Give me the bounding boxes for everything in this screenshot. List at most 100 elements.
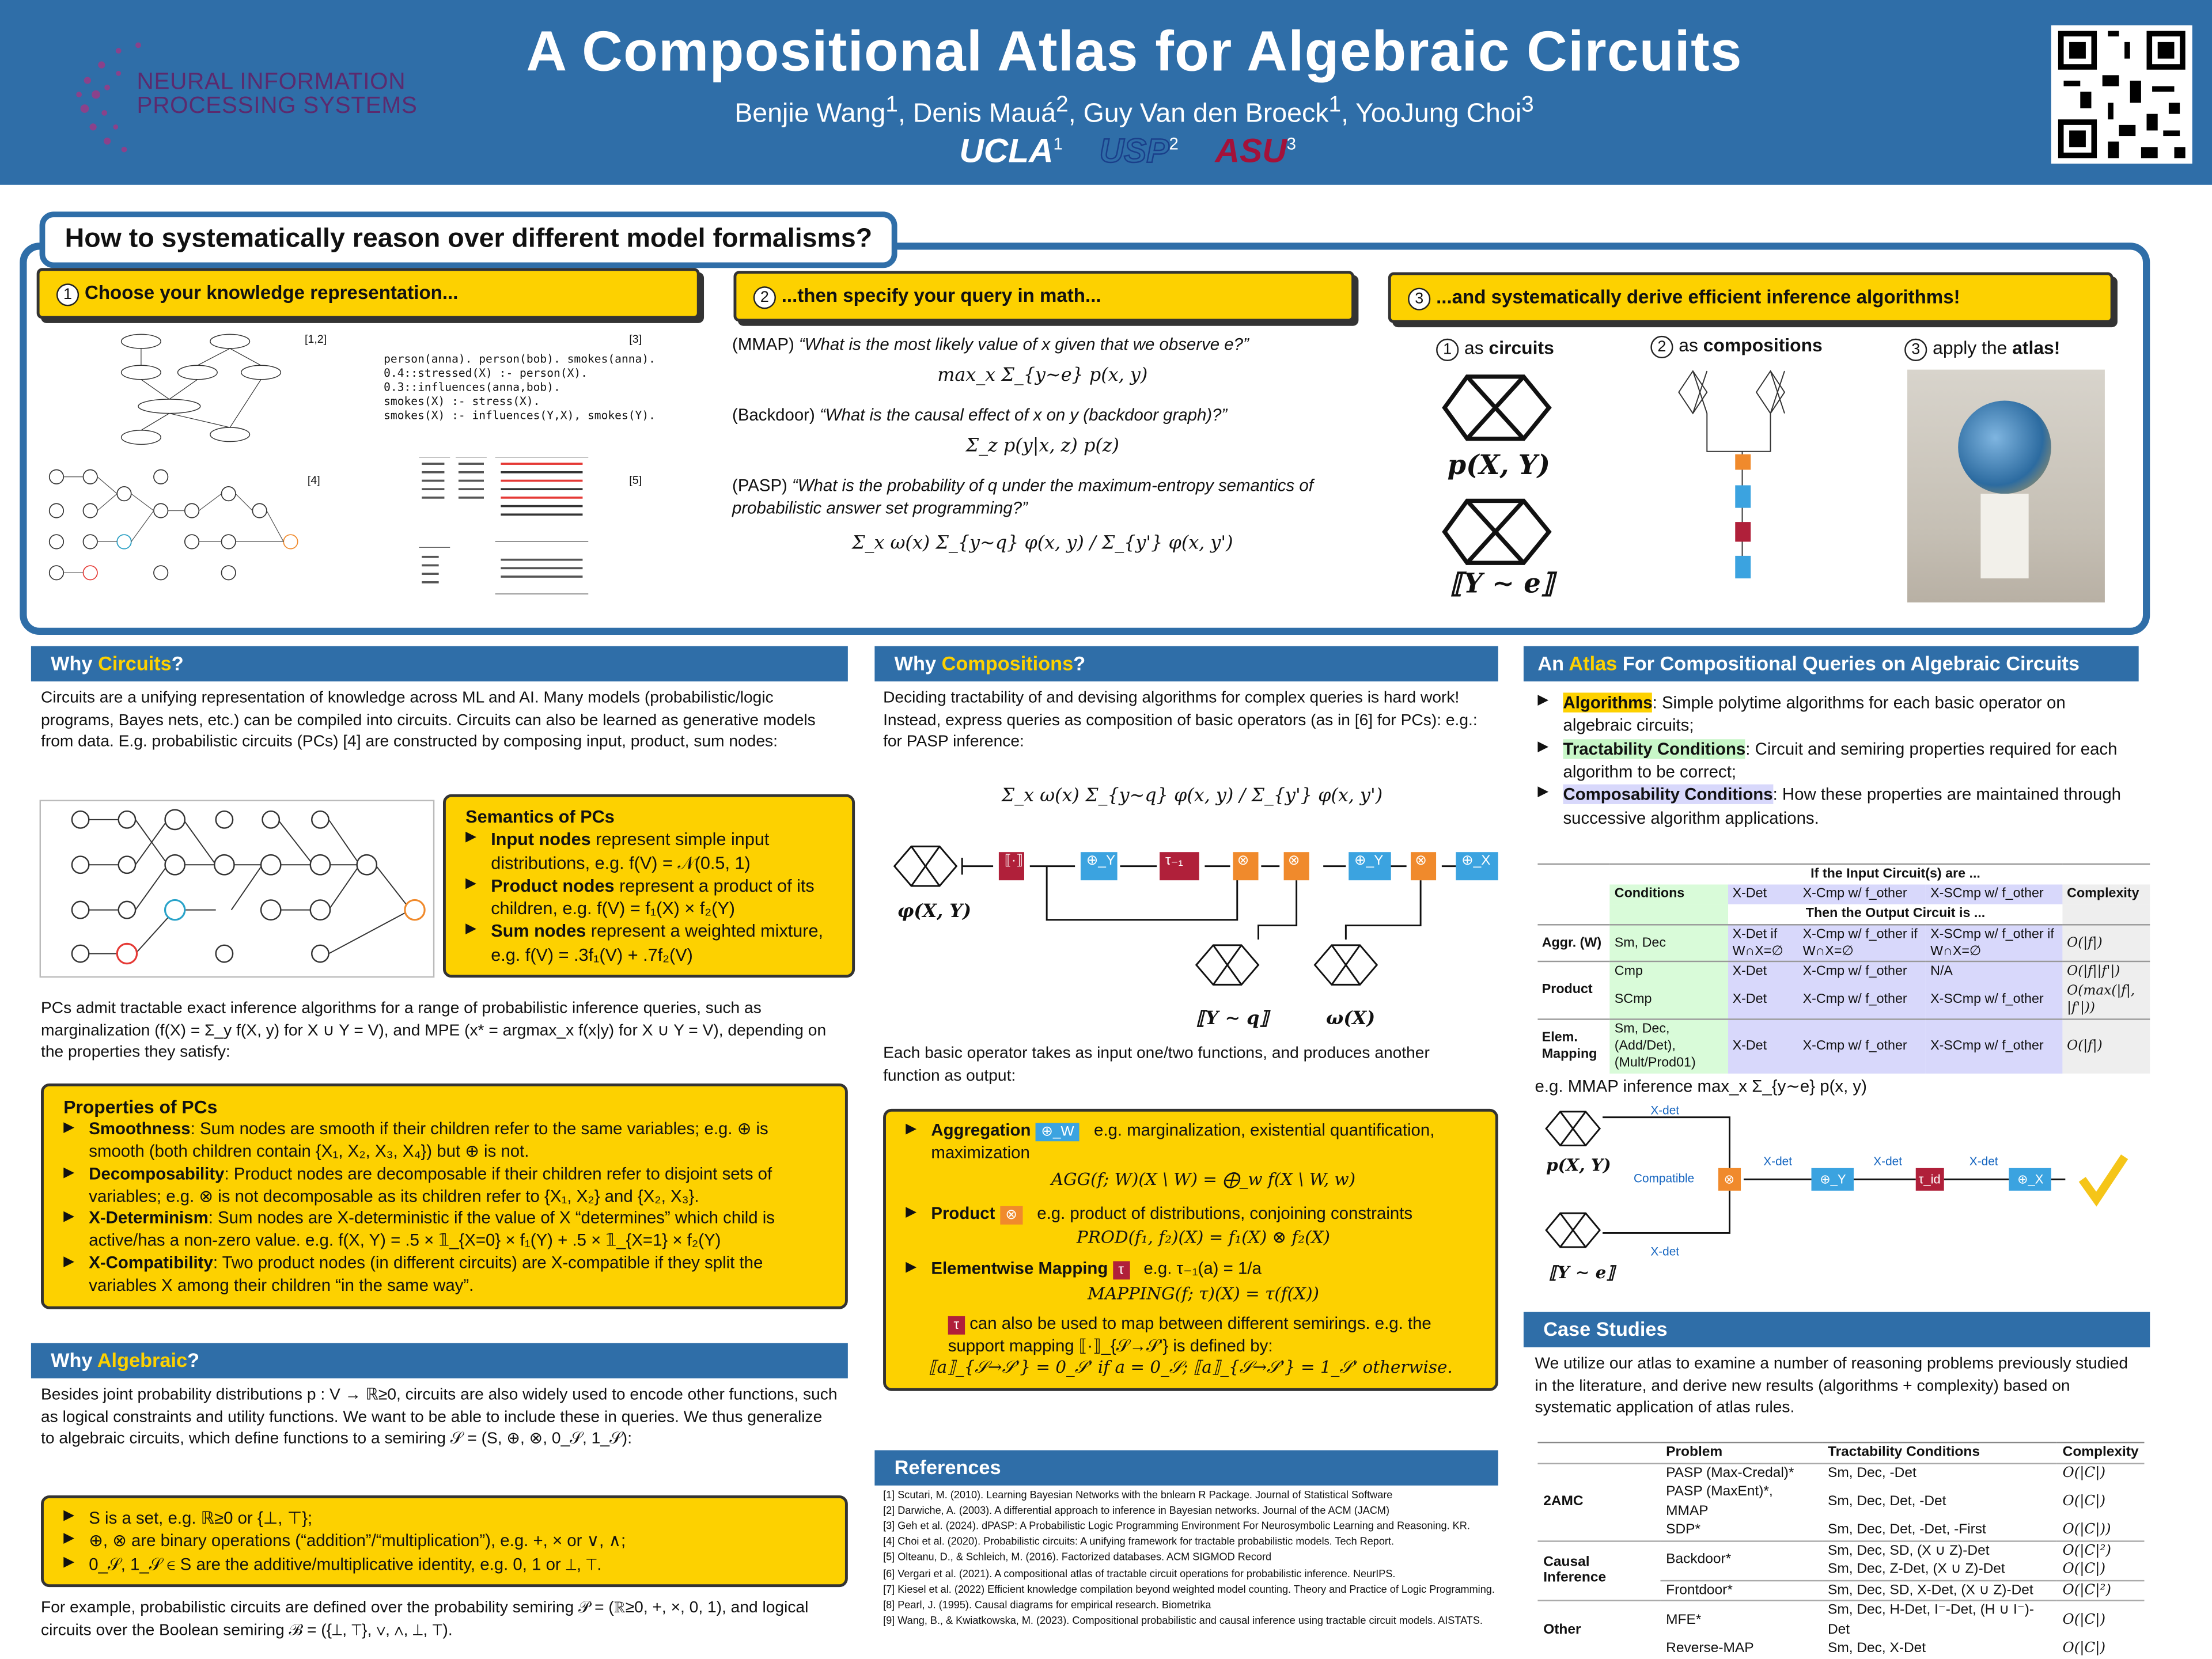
query-list: (MMAP) “What is the most likely value of… bbox=[732, 333, 1353, 567]
reference-item: [9] Wang, B., & Kwiatkowska, M. (2023). … bbox=[883, 1613, 1483, 1627]
atlas-bullets: Algorithms: Simple polytime algorithms f… bbox=[1537, 691, 2130, 830]
mmap-example-label: e.g. MMAP inference max_x Σ_{y∼e} p(x, y… bbox=[1535, 1076, 1867, 1096]
basic-operators-box: Aggregation ⊕_W e.g. marginalization, ex… bbox=[883, 1108, 1498, 1391]
inverse-map-op: τ₋₁ bbox=[1165, 853, 1183, 869]
atlas-header: An Atlas For Compositional Queries on Al… bbox=[1523, 646, 2139, 681]
query-mmap: (MMAP) “What is the most likely value of… bbox=[732, 334, 1249, 354]
neurips-logo-icon bbox=[76, 42, 141, 153]
product-op: ⊗ bbox=[1287, 853, 1300, 869]
step-3-header: 3...and systematically derive efficient … bbox=[1388, 272, 2113, 324]
poster-title: A Compositional Atlas for Algebraic Circ… bbox=[526, 21, 1743, 84]
step-2-header: 2...then specify your query in math... bbox=[733, 271, 1355, 323]
why-circuits-header: Why Circuits? bbox=[31, 646, 848, 681]
semantics-of-pcs-box: Semantics of PCs Input nodes represent s… bbox=[442, 794, 855, 978]
probabilistic-circuit-diagram bbox=[39, 800, 435, 978]
query-backdoor: (Backdoor) “What is the causal effect of… bbox=[732, 404, 1228, 425]
support-mapping-note: τ can also be used to map between differ… bbox=[948, 1313, 1431, 1355]
why-circuits-intro: Circuits are a unifying representation o… bbox=[41, 690, 816, 751]
reference-item: [2] Darwiche, A. (2003). A differential … bbox=[883, 1503, 1390, 1517]
header-banner bbox=[0, 0, 2212, 185]
query-support-label: ⟦Y ∼ q⟧ bbox=[1196, 1009, 1269, 1030]
why-algebraic-intro: Besides joint probability distributions … bbox=[41, 1387, 838, 1448]
reference-list: [1] Scutari, M. (2010). Learning Bayesia… bbox=[883, 1487, 1498, 1628]
citation-4: [4] bbox=[307, 474, 320, 487]
bayes-net-diagram bbox=[120, 334, 282, 445]
ucla-logo: UCLA1 bbox=[959, 132, 1063, 171]
aggregate-y-op: ⊕_Y bbox=[1086, 853, 1116, 869]
circuit-label-evidence: ⟦Y ∼ e⟧ bbox=[1450, 568, 1554, 600]
probabilistic-circuit-small bbox=[48, 469, 298, 581]
pasp-formula: Σ_x ω(x) Σ_{y∼q} φ(x, y) / Σ_{y'} φ(x, y… bbox=[1001, 786, 1383, 807]
query-backdoor-formula: Σ_z p(y|x, z) p(z) bbox=[965, 436, 1119, 458]
logic-program: person(anna). person(bob). smokes(anna).… bbox=[384, 353, 656, 422]
usp-logo: USP2 bbox=[1099, 132, 1179, 172]
references-header: References bbox=[874, 1450, 1498, 1486]
citation-5: [5] bbox=[629, 474, 642, 487]
composition-diagram bbox=[1678, 370, 1786, 579]
properties-of-pcs-box: Properties of PCs Smoothness: Sum nodes … bbox=[41, 1083, 848, 1309]
qr-code-icon[interactable] bbox=[2051, 25, 2192, 164]
semantics-input: Input nodes represent simple input distr… bbox=[491, 828, 832, 874]
aggregate-y-op: ⊕_Y bbox=[1354, 853, 1384, 869]
operators-intro: Each basic operator takes as input one/t… bbox=[883, 1045, 1430, 1085]
circuit-icon bbox=[1442, 374, 1552, 441]
operator-aggregation: Aggregation ⊕_W e.g. marginalization, ex… bbox=[931, 1120, 1475, 1192]
reference-item: [4] Choi et al. (2020). Probabilistic ci… bbox=[883, 1535, 1395, 1548]
case-row: Frontdoor*Sm, Dec, SD, X-Det, (X ∪ Z)-De… bbox=[1537, 1580, 2145, 1601]
reference-item: [7] Kiesel et al. (2022) Efficient knowl… bbox=[883, 1582, 1495, 1595]
pc-inference-text: PCs admit tractable exact inference algo… bbox=[41, 1000, 827, 1062]
product-op: ⊗ bbox=[1237, 853, 1249, 869]
reference-item: [8] Pearl, J. (1995). Causal diagrams fo… bbox=[883, 1598, 1211, 1611]
reference-item: [3] Geh et al. (2024). dPASP: A Probabil… bbox=[883, 1520, 1470, 1533]
aggregate-x-op: ⊕_X bbox=[1461, 853, 1491, 869]
author-list: Benjie Wang1, Denis Mauá2, Guy Van den B… bbox=[734, 93, 1534, 129]
query-pasp-formula: Σ_x ω(x) Σ_{y∼q} φ(x, y) / Σ_{y'} φ(x, y… bbox=[851, 532, 1233, 554]
case-studies-intro: We utilize our atlas to examine a number… bbox=[1535, 1355, 2128, 1417]
case-studies-header: Case Studies bbox=[1523, 1312, 2150, 1347]
support-mapping-formula: ⟦a⟧_{𝒮→𝒮'} = 0_𝒮' if a = 0_𝒮; ⟦a⟧_{𝒮→𝒮'}… bbox=[929, 1357, 1453, 1378]
reference-item: [6] Vergari et al. (2021). A composition… bbox=[883, 1566, 1396, 1580]
semantics-sum: Sum nodes represent a weighted mixture, … bbox=[491, 920, 832, 966]
atlas-table: If the Input Circuit(s) are ... Conditio… bbox=[1537, 863, 2150, 1073]
query-pasp: (PASP) “What is the probability of q und… bbox=[732, 475, 1313, 518]
why-algebraic-header: Why Algebraic? bbox=[31, 1343, 848, 1378]
overview-question: How to systematically reason over differ… bbox=[39, 211, 898, 268]
why-compositions-intro: Deciding tractability of and devising al… bbox=[883, 690, 1478, 751]
circuit-icon bbox=[1442, 498, 1552, 565]
globe-icon bbox=[1958, 400, 2051, 494]
reference-item: [5] Olteanu, D., & Schleich, M. (2016). … bbox=[883, 1551, 1272, 1564]
why-compositions-header: Why Compositions? bbox=[874, 646, 1498, 681]
omega-label: ω(X) bbox=[1326, 1009, 1376, 1030]
pasp-composition-pipeline bbox=[893, 845, 1498, 986]
semantics-product: Product nodes represent a product of its… bbox=[491, 874, 832, 921]
product-op: ⊗ bbox=[1415, 853, 1427, 869]
mmap-example-diagram bbox=[1545, 1111, 2128, 1248]
operator-mapping: Elementwise Mapping τ e.g. τ₋₁(a) = 1/a … bbox=[931, 1258, 1475, 1305]
support-op: ⟦·⟧ bbox=[1004, 853, 1024, 869]
citation-1-2: [1,2] bbox=[304, 332, 327, 346]
reference-item: [1] Scutari, M. (2010). Learning Bayesia… bbox=[883, 1488, 1393, 1501]
atlas-globe-photo bbox=[1907, 369, 2105, 603]
semiring-definition-box: S is a set, e.g. ℝ≥0 or {⊥, ⊤};⊕, ⊗ are … bbox=[41, 1495, 848, 1587]
factorized-database-tables bbox=[419, 456, 589, 594]
pipeline-op-labels: ⟦·⟧ ⊕_Y τ₋₁ ⊗ ⊗ ⊕_Y ⊗ ⊕_X bbox=[892, 852, 1498, 894]
prop-determinism: X-Determinism: Sum nodes are X-determini… bbox=[89, 1208, 825, 1253]
phi-label: φ(X, Y) bbox=[897, 901, 972, 923]
query-mmap-formula: max_x Σ_{y∼e} p(x, y) bbox=[937, 366, 1148, 387]
